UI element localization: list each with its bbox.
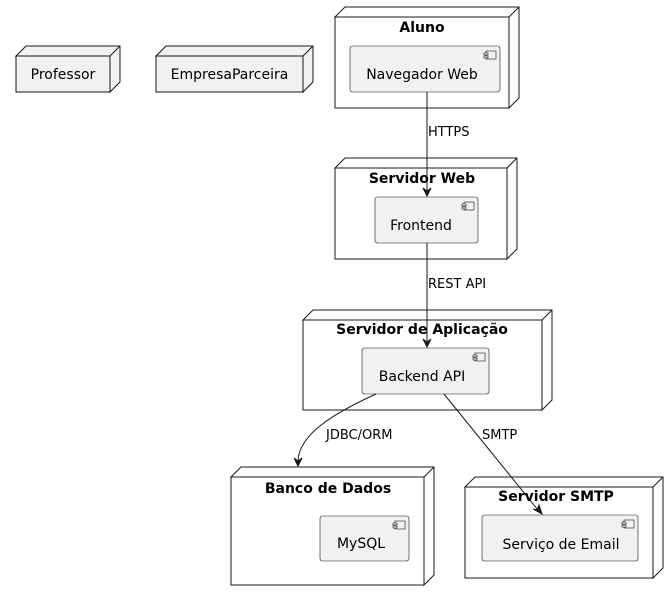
edge-https: HTTPS: [422, 92, 470, 198]
node-servidor-aplicacao[interactable]: Servidor de Aplicação Backend API: [301, 309, 553, 412]
component-servico-de-email[interactable]: Serviço de Email: [481, 514, 639, 562]
node-banco-de-dados-title: Banco de Dados: [265, 481, 391, 497]
component-backend-api[interactable]: Backend API: [361, 347, 490, 395]
edge-rest-api-label: REST API: [428, 277, 486, 292]
edge-https-label: HTTPS: [428, 125, 470, 140]
component-navegador-web[interactable]: Navegador Web: [349, 45, 501, 93]
component-mysql-label: MySQL: [337, 536, 385, 552]
component-navegador-web-label: Navegador Web: [366, 67, 478, 83]
component-frontend-label: Frontend: [390, 218, 452, 234]
node-empresa-parceira[interactable]: EmpresaParceira: [154, 45, 314, 94]
edge-jdbc-orm-label: JDBC/ORM: [325, 428, 392, 443]
edge-rest-api: REST API: [422, 243, 486, 349]
node-aluno[interactable]: Aluno Navegador Web: [333, 6, 520, 110]
edge-jdbc-orm: JDBC/ORM: [293, 393, 392, 468]
node-servidor-smtp[interactable]: Servidor SMTP Serviço de Email: [463, 476, 664, 580]
node-empresa-parceira-label: EmpresaParceira: [171, 67, 289, 83]
node-professor[interactable]: Professor: [14, 45, 121, 94]
component-backend-api-label: Backend API: [379, 369, 465, 385]
node-servidor-web-title: Servidor Web: [369, 171, 475, 187]
component-frontend[interactable]: Frontend: [374, 196, 479, 244]
component-servico-de-email-label: Serviço de Email: [503, 537, 620, 553]
node-servidor-web[interactable]: Servidor Web Frontend: [333, 157, 518, 261]
edge-smtp-label: SMTP: [482, 428, 517, 443]
node-aluno-title: Aluno: [399, 20, 445, 36]
node-banco-de-dados[interactable]: Banco de Dados MySQL: [229, 466, 435, 587]
component-mysql[interactable]: MySQL: [319, 515, 410, 562]
node-professor-label: Professor: [31, 67, 96, 83]
node-servidor-aplicacao-title: Servidor de Aplicação: [336, 322, 508, 338]
node-servidor-smtp-title: Servidor SMTP: [498, 489, 614, 505]
edge-smtp: SMTP: [443, 393, 543, 516]
